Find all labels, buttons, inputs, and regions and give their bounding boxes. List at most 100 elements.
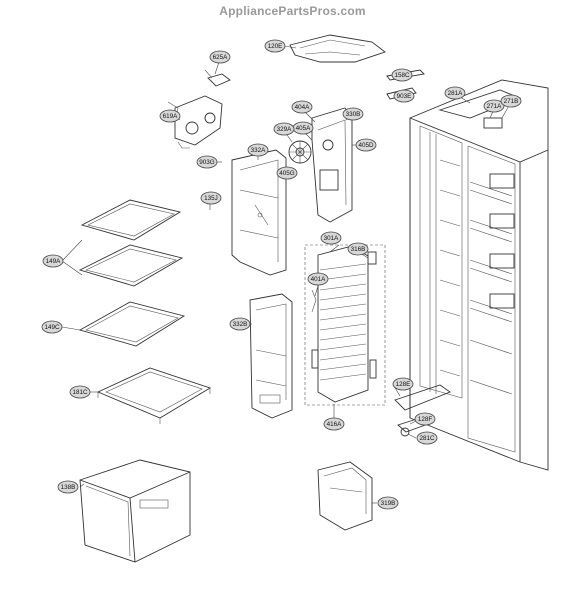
callout-416a: 416A: [323, 417, 345, 431]
callout-619a: 619A: [159, 109, 181, 123]
callout-bubble: [347, 242, 369, 256]
callout-281a: 281A: [444, 86, 466, 100]
leader-lines: [61, 45, 512, 504]
damper-part: [204, 69, 231, 87]
callout-316b: 316B: [347, 242, 369, 256]
callout-label: 405A: [296, 125, 312, 132]
callout-label: 405G: [279, 170, 295, 177]
callout-label: 903G: [199, 159, 215, 166]
callout-label: 625A: [213, 54, 229, 61]
callout-319b: 319B: [377, 496, 399, 510]
callout-404a: 404A: [291, 100, 313, 114]
callout-181c: 181C: [69, 385, 91, 399]
callout-bubble: [229, 317, 251, 331]
evaporator-cover-lower: [249, 293, 293, 419]
callout-label: 181C: [72, 389, 88, 396]
callout-bubble: [57, 480, 79, 494]
callout-149a: 149A: [42, 254, 64, 268]
callout-bubble: [276, 166, 298, 180]
glass-shelf-lower: [78, 301, 186, 347]
callout-label: 405D: [358, 142, 374, 149]
callout-label: 158C: [394, 72, 410, 79]
callout-label: 281A: [448, 90, 464, 97]
callout-label: 138B: [61, 484, 76, 491]
callout-label: 281C: [419, 435, 435, 442]
callout-903e: 903E: [393, 89, 415, 103]
callout-bubble: [196, 155, 218, 169]
callout-label: 416A: [327, 421, 343, 428]
callout-bubble: [41, 320, 63, 334]
callout-label: 120E: [268, 43, 283, 50]
callout-label: 404A: [295, 104, 311, 111]
callout-405d: 405D: [355, 138, 377, 152]
callout-bubble: [444, 86, 466, 100]
callout-bubble: [159, 109, 181, 123]
callout-label: 135J: [204, 195, 218, 202]
callout-405g: 405G: [276, 166, 298, 180]
callout-158c: 158C: [391, 68, 413, 82]
callout-label: 149A: [46, 258, 62, 265]
callout-label: 903E: [397, 93, 412, 100]
callout-label: 301A: [324, 235, 340, 242]
callout-label: 128F: [418, 416, 433, 423]
callout-bubble: [200, 191, 222, 205]
callout-label: 330B: [346, 111, 361, 118]
callout-332b: 332B: [229, 317, 251, 331]
callout-135j: 135J: [200, 191, 222, 205]
callout-label: 619A: [163, 113, 179, 120]
callout-bubble: [291, 100, 313, 114]
callout-bubble: [416, 431, 438, 445]
callout-bubble: [323, 417, 345, 431]
callout-label: 316B: [351, 246, 366, 253]
callout-bubble: [342, 107, 364, 121]
callout-label: 149C: [44, 324, 60, 331]
callout-label: 128E: [396, 381, 411, 388]
water-valve-assembly: [167, 95, 223, 149]
callout-271b: 271B: [500, 94, 522, 108]
callout-label: 271B: [504, 98, 519, 105]
callout-bubble: [500, 94, 522, 108]
refrigerator-cabinet: [394, 79, 549, 471]
callout-128f: 128F: [414, 412, 436, 426]
callout-bubble: [414, 412, 436, 426]
callout-label: 332A: [251, 147, 267, 154]
glass-shelf-upper: [78, 199, 184, 287]
callout-138b: 138B: [57, 480, 79, 494]
callout-329a: 329A: [273, 122, 295, 136]
callout-625a: 625A: [209, 50, 231, 64]
callout-bubble: [209, 50, 231, 64]
callout-label: 329A: [277, 126, 293, 133]
small-drawer-bin: [317, 461, 373, 531]
crisper-drawer: [79, 459, 191, 563]
callout-bubble: [69, 385, 91, 399]
evaporator-coil: [304, 244, 386, 406]
callout-bubble: [273, 122, 295, 136]
callout-label: 319B: [381, 500, 396, 507]
callout-301a: 301A: [320, 231, 342, 245]
top-air-duct: [289, 34, 386, 63]
callout-bubble: [247, 143, 269, 157]
callout-120e: 120E: [264, 39, 286, 53]
callout-bubble: [307, 272, 329, 286]
callout-401a: 401A: [307, 272, 329, 286]
callout-271a: 271A: [483, 99, 505, 113]
callout-bubble: [483, 99, 505, 113]
callout-281c: 281C: [416, 431, 438, 445]
callout-bubble: [392, 377, 414, 391]
callout-149c: 149C: [41, 320, 63, 334]
crisper-cover-frame: [96, 367, 212, 424]
watermark: AppliancePartsPros.com: [219, 4, 366, 18]
callout-bubble: [320, 231, 342, 245]
callout-330b: 330B: [342, 107, 364, 121]
evaporator-fan-assembly: [288, 107, 353, 223]
callout-903g: 903G: [196, 155, 218, 169]
callout-label: 332B: [233, 321, 248, 328]
callout-405a: 405A: [292, 121, 314, 135]
callout-bubble: [42, 254, 64, 268]
callout-label: 271A: [487, 103, 503, 110]
callout-bubble: [377, 496, 399, 510]
callout-bubble: [355, 138, 377, 152]
callout-label: 401A: [311, 276, 327, 283]
